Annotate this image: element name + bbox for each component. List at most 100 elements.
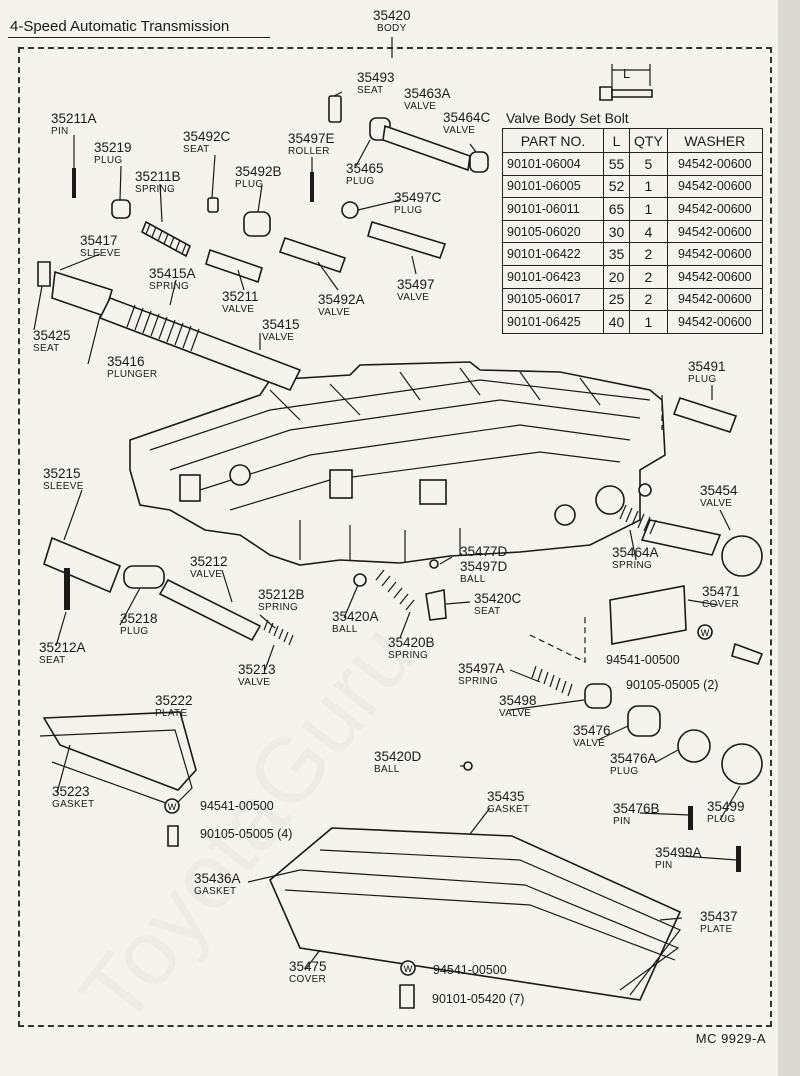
spring-35415a-shape (126, 304, 200, 352)
diagram-code: MC 9929-A (695, 1031, 766, 1046)
callout-bolt-plate: 90105-05005 (4) (200, 827, 293, 841)
bolt-table-header-washer: WASHER (666, 128, 763, 153)
washer-symbol: W (701, 628, 710, 638)
bolt-table-caption: Valve Body Set Bolt (506, 110, 629, 126)
bolt-length-label: L (623, 66, 631, 81)
bolt-cell-qty: 2 (629, 242, 668, 266)
bolt-table-header-qty: QTY (629, 128, 668, 153)
bolt-cell-washer: 94542-00600 (666, 197, 763, 221)
bolt-cell-part-no: 90101-06425 (502, 310, 604, 334)
bolt-table-header-row: PART NO. L QTY WASHER (502, 128, 763, 153)
callout-bolt-lower-cover: 90101-05420 (7) (432, 992, 525, 1006)
bolt-cell-part-no: 90101-06422 (502, 242, 604, 266)
bolt-cell-length: 35 (603, 242, 630, 266)
bolt-cell-qty: 2 (629, 287, 668, 312)
bolt-cell-length: 20 (603, 264, 630, 289)
bolt-cell-part-no: 90101-06423 (502, 264, 604, 289)
bolt-cell-part-no: 90105-06020 (502, 219, 604, 244)
bolt-cell-washer: 94542-00600 (666, 264, 763, 289)
bolt-cell-length: 55 (603, 152, 630, 176)
callout-washer-cover: 94541-00500 (606, 653, 680, 667)
bolt-cell-qty: 1 (629, 197, 668, 221)
bolt-cell-length: 40 (603, 310, 630, 334)
callout-washer-plate: 94541-00500 (200, 799, 274, 813)
diagram-title: 4-Speed Automatic Transmission (10, 18, 230, 35)
title-underline (8, 37, 270, 38)
bolt-cell-qty: 5 (629, 152, 668, 176)
bolt-cell-washer: 94542-00600 (666, 310, 763, 334)
diagram-border (18, 47, 772, 1027)
bolt-cell-length: 25 (603, 287, 630, 312)
washer-symbol: W (168, 802, 177, 812)
washer-symbol: W (404, 964, 413, 974)
bolt-cell-part-no: 90101-06011 (502, 197, 604, 221)
bolt-cell-qty: 4 (629, 219, 668, 244)
bolt-cell-washer: 94542-00600 (666, 287, 763, 312)
bolt-cell-qty: 1 (629, 174, 668, 199)
page-edge-shadow (778, 0, 800, 1076)
bolt-cell-washer: 94542-00600 (666, 219, 763, 244)
bolt-cell-part-no: 90101-06005 (502, 174, 604, 199)
bolt-cell-washer: 94542-00600 (666, 152, 763, 176)
spring-35464a-shape (619, 504, 657, 535)
bolt-table-header-part-no: PART NO. (502, 128, 604, 153)
callout-washer-lower-cover: 94541-00500 (433, 963, 507, 977)
bolt-cell-qty: 2 (629, 264, 668, 289)
part-label-35477d: 35477D (460, 544, 508, 559)
bolt-cell-length: 65 (603, 197, 630, 221)
bolt-cell-part-no: 90105-06017 (502, 287, 604, 312)
spring-35211b-shape (140, 220, 192, 258)
spring-35212b-shape (263, 619, 294, 646)
seat-35493-shape (328, 95, 342, 123)
bolt-cell-washer: 94542-00600 (666, 174, 763, 199)
bolt-cell-length: 30 (603, 219, 630, 244)
bolt-cell-washer: 94542-00600 (666, 242, 763, 266)
